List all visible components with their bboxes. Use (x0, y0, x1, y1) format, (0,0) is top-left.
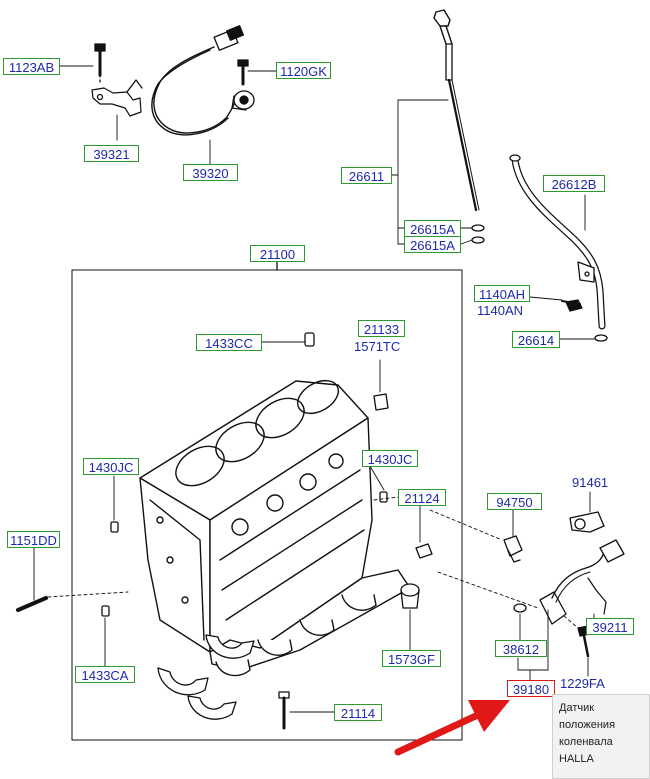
dipstick-part (433, 9, 485, 244)
dowel-1430JC-left (110, 521, 119, 533)
dipstick-tube-part (509, 154, 608, 342)
tooltip-line-1: Датчик (559, 702, 595, 714)
pin-21124 (415, 543, 433, 559)
crank-sensor-part (539, 539, 625, 625)
part-label-1433CA[interactable]: 1433CA (75, 666, 135, 683)
part-label-1430JC-right[interactable]: 1430JC (362, 450, 418, 467)
part-label-26612B[interactable]: 26612B (543, 175, 605, 192)
part-label-21100[interactable]: 21100 (250, 245, 305, 262)
stud-1151DD (16, 591, 129, 612)
knock-sensor-part (151, 25, 255, 165)
part-label-39321[interactable]: 39321 (84, 145, 139, 162)
part-label-1120GK[interactable]: 1120GK (276, 62, 331, 79)
plug-21133 (373, 393, 389, 411)
part-label-26611[interactable]: 26611 (341, 167, 392, 184)
part-label-39320[interactable]: 39320 (183, 164, 238, 181)
part-tooltip: Датчик положения коленвала HALLA (552, 694, 650, 779)
part-label-1433CC[interactable]: 1433CC (196, 334, 262, 351)
part-label-26615A-1[interactable]: 26615A (404, 220, 461, 237)
part-label-21114[interactable]: 21114 (334, 704, 382, 721)
tooltip-line-4: HALLA (559, 753, 594, 765)
part-label-1571TC[interactable]: 1571TC (354, 339, 401, 354)
part-label-1140AN[interactable]: 1140AN (477, 303, 524, 318)
part-label-26615A-2[interactable]: 26615A (404, 236, 461, 253)
plug-1573GF (400, 583, 420, 609)
small-bolt-1120GK (237, 59, 249, 86)
cylinder-block-part (139, 379, 411, 677)
o-ring-38612 (513, 603, 527, 613)
part-label-1140AH[interactable]: 1140AH (474, 285, 530, 302)
dowel-1430JC-right (379, 491, 388, 503)
part-label-94750[interactable]: 94750 (487, 493, 542, 510)
part-label-91461[interactable]: 91461 (572, 475, 609, 490)
part-label-1229FA[interactable]: 1229FA (560, 676, 605, 691)
part-label-26614[interactable]: 26614 (512, 331, 560, 348)
part-label-1430JC-left[interactable]: 1430JC (83, 458, 139, 475)
tube-bolt-1140AH (561, 299, 583, 312)
part-label-21124[interactable]: 21124 (398, 489, 446, 506)
oil-pressure-switch-part (503, 535, 523, 563)
part-label-1573GF[interactable]: 1573GF (382, 650, 441, 667)
dowel-1433CA (101, 605, 110, 617)
bracket-bolt-part (91, 43, 143, 141)
tooltip-line-2: положения (559, 719, 616, 731)
block-frame (71, 269, 463, 741)
part-label-39211[interactable]: 39211 (586, 618, 634, 635)
part-label-38612[interactable]: 38612 (495, 640, 547, 657)
red-arrow-icon (394, 700, 510, 756)
dipstick-leader-lines (391, 99, 473, 245)
dowel-1433CC (304, 332, 315, 347)
part-label-1123AB[interactable]: 1123AB (3, 58, 60, 75)
tooltip-line-3: коленвала (559, 736, 613, 748)
bolt-21114 (278, 691, 290, 730)
part-label-39180-highlighted[interactable]: 39180 (507, 680, 555, 697)
part-label-21133[interactable]: 21133 (358, 320, 405, 337)
part-label-1151DD[interactable]: 1151DD (7, 531, 60, 548)
bearing-caps (157, 634, 255, 720)
crank-sensor-bracket-91461 (569, 511, 605, 533)
